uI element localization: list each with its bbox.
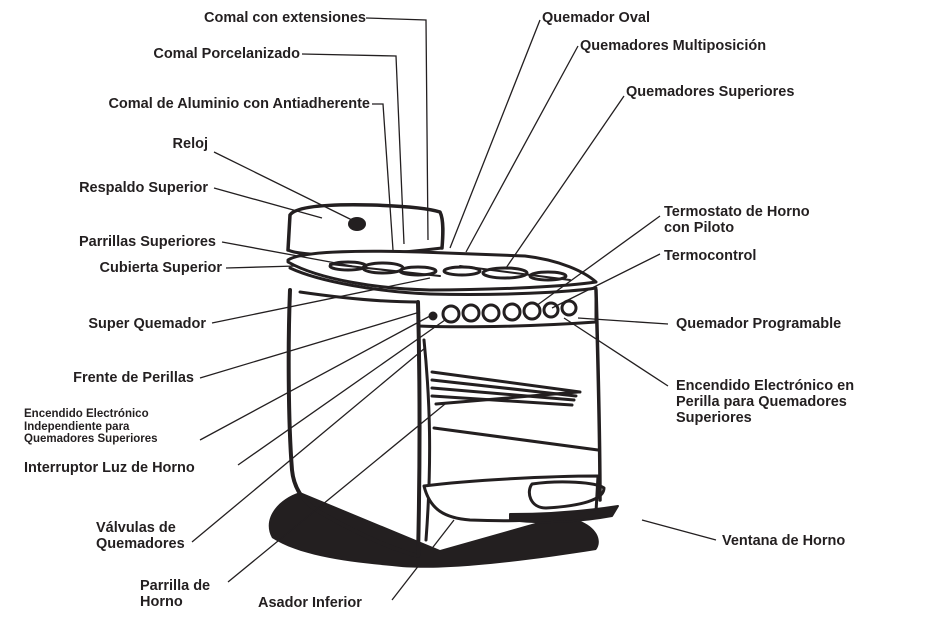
label-termostato: Termostato de Horno con Piloto [664,204,810,236]
label-ventana-horno: Ventana de Horno [722,533,845,549]
label-quemador-programable: Quemador Programable [676,316,841,332]
label-asador-inferior: Asador Inferior [258,595,362,611]
label-encendido-independiente: Encendido Electrónico Independiente para… [24,408,158,446]
label-respaldo-superior: Respaldo Superior [79,180,208,196]
label-reloj: Reloj [173,136,208,152]
label-super-quemador: Super Quemador [88,316,206,332]
backsplash [288,205,443,250]
oven-cavity [424,340,430,540]
label-valvulas: Válvulas de Quemadores [96,520,185,552]
label-parrilla-horno: Parrilla de Horno [140,578,210,610]
label-termocontrol: Termocontrol [664,248,756,264]
label-comal-extensiones: Comal con extensiones [204,10,366,26]
label-parrillas-superiores: Parrillas Superiores [79,234,216,250]
label-quemadores-multiposicion: Quemadores Multiposición [580,38,766,54]
oven-racks [432,372,598,450]
label-quemador-oval: Quemador Oval [542,10,650,26]
label-frente-perillas: Frente de Perillas [73,370,194,386]
label-comal-aluminio: Comal de Aluminio con Antiadherente [108,96,370,112]
label-cubierta-superior: Cubierta Superior [100,260,222,276]
label-quemadores-superiores: Quemadores Superiores [626,84,794,100]
label-comal-porcelanizado: Comal Porcelanizado [153,46,300,62]
label-interruptor-luz: Interruptor Luz de Horno [24,460,195,476]
knobs [430,301,576,322]
label-encendido-perilla: Encendido Electrónico en Perilla para Qu… [676,378,854,426]
